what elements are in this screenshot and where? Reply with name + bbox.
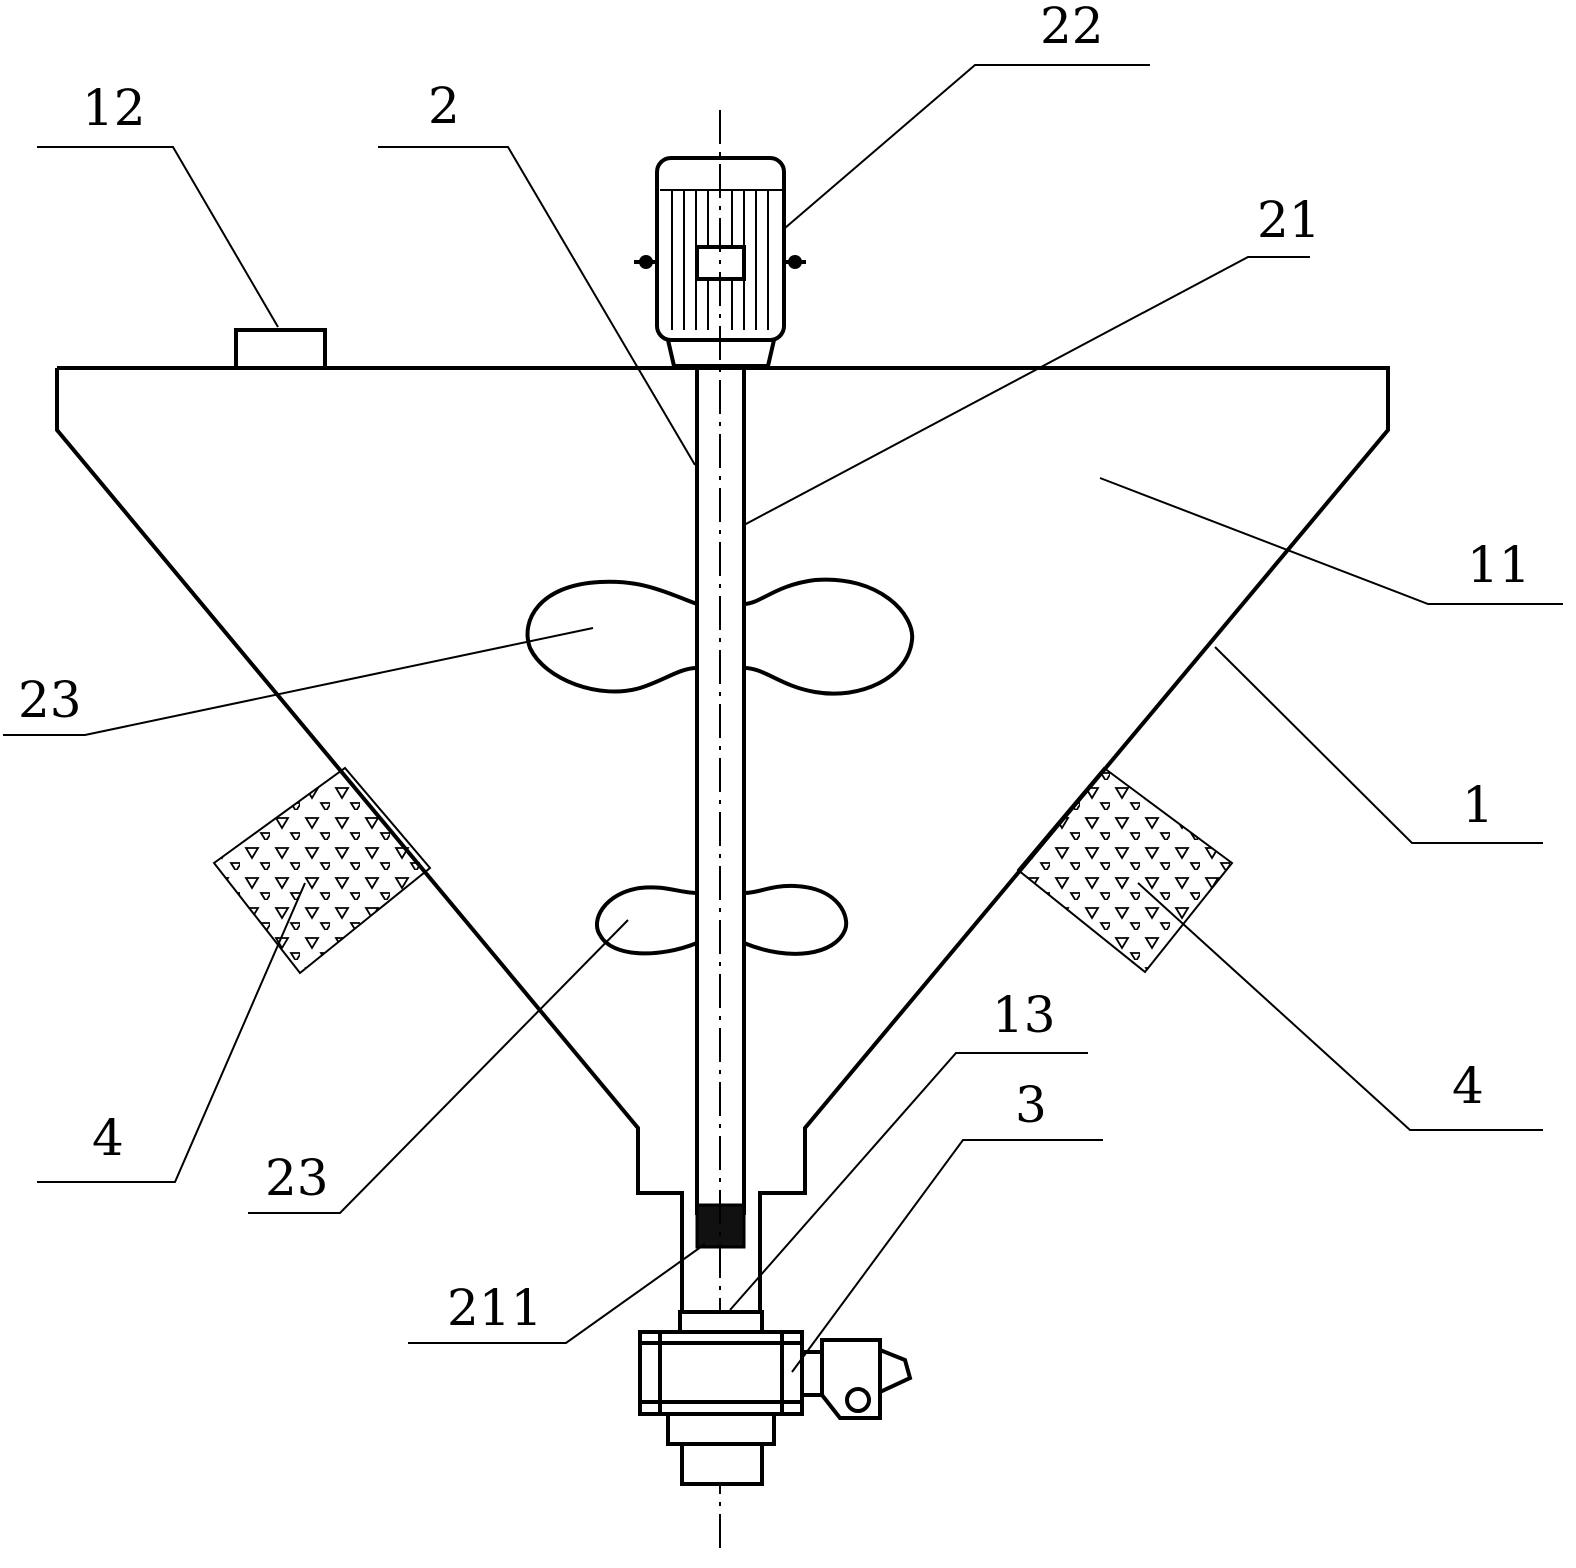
- label-211: 211: [447, 1279, 542, 1337]
- leader-lines: [3, 64, 1563, 1373]
- feed-port: [234, 328, 327, 370]
- label-2: 2: [428, 77, 460, 135]
- label-3: 3: [1015, 1076, 1047, 1134]
- reference-labels: 12 2 22 21 11 23 1 4 4 23 13 3 211: [18, 0, 1531, 1337]
- label-23-upper: 23: [18, 671, 82, 729]
- label-13: 13: [992, 986, 1056, 1044]
- label-4-left: 4: [92, 1109, 124, 1167]
- discharge-valve: [638, 1310, 913, 1486]
- left-heating-pad: [212, 766, 432, 975]
- label-22: 22: [1040, 0, 1104, 55]
- upper-stirring-paddle: [525, 577, 915, 696]
- lower-stirring-paddle: [594, 883, 849, 956]
- right-heating-pad: [1016, 766, 1234, 974]
- label-12: 12: [82, 79, 146, 137]
- label-21: 21: [1257, 191, 1321, 249]
- label-4-right: 4: [1452, 1057, 1484, 1115]
- vessel-body: [55, 366, 1390, 1310]
- label-11: 11: [1467, 536, 1531, 594]
- label-1: 1: [1462, 776, 1494, 834]
- label-23-lower: 23: [265, 1149, 329, 1207]
